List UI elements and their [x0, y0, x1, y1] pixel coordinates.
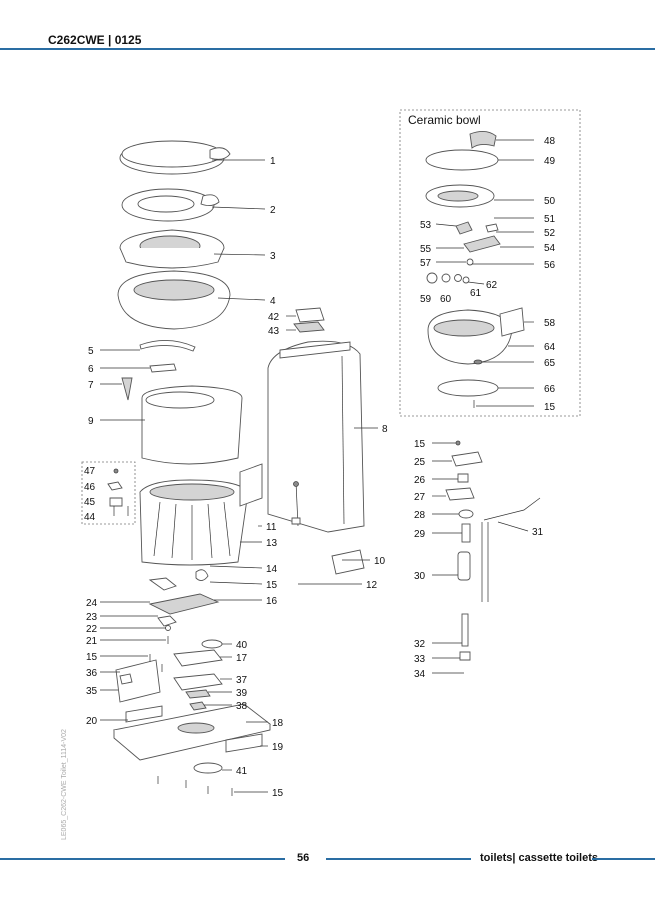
part-10: [331, 549, 365, 575]
label-24: 24: [86, 598, 98, 609]
label-9: 9: [88, 416, 94, 427]
label-41: 41: [236, 766, 248, 777]
pump-label-27: 27: [414, 492, 426, 503]
pump-label-33: 33: [414, 654, 426, 665]
label-45: 45: [84, 497, 96, 508]
inset-label-65: 65: [544, 358, 556, 369]
label-19: 19: [272, 742, 284, 753]
pump-label-25: 25: [414, 457, 426, 468]
part-base-plate: [113, 703, 272, 761]
pump-label-15: 15: [414, 439, 426, 450]
inset-label-51: 51: [544, 214, 556, 225]
inset-label-61: 61: [470, 288, 482, 299]
footer-page-number: 56: [297, 852, 310, 864]
inset-label-49: 49: [544, 156, 556, 167]
label-4: 4: [270, 296, 276, 307]
label-39: 39: [236, 688, 248, 699]
inset-label-52: 52: [544, 228, 556, 239]
part-lower-frame: [139, 479, 249, 566]
footer-rule-right: [592, 858, 655, 860]
label-1: 1: [270, 156, 276, 167]
label-44: 44: [84, 512, 96, 523]
label-15c: 15: [272, 788, 284, 799]
inset-label-55: 55: [420, 244, 432, 255]
inset-label-15: 15: [544, 402, 556, 413]
label-46: 46: [84, 482, 96, 493]
inset-label-50: 50: [544, 196, 556, 207]
part-bracket: [239, 463, 263, 507]
inset-label-48: 48: [544, 136, 556, 147]
label-40: 40: [236, 640, 248, 651]
label-47: 47: [84, 466, 96, 477]
label-42: 42: [268, 312, 280, 323]
header-rule: [0, 48, 655, 50]
inset-label-54: 54: [544, 243, 556, 254]
footer-rule-middle: [326, 858, 471, 860]
pump-group: [432, 440, 541, 674]
inset-label-64: 64: [544, 342, 556, 353]
label-21: 21: [86, 636, 98, 647]
inset-label-58: 58: [544, 318, 556, 329]
label-10: 10: [374, 556, 386, 567]
inset-label-57: 57: [420, 258, 432, 269]
pump-label-26: 26: [414, 475, 426, 486]
label-37: 37: [236, 675, 248, 686]
part-seat: [121, 188, 220, 222]
document-side-code: LE065_C262-CWE Toilet_1114-V02: [61, 729, 68, 840]
ceramic-bowl-parts: [425, 131, 525, 408]
pump-label-30: 30: [414, 571, 426, 582]
inset-title: Ceramic bowl: [408, 113, 481, 127]
label-14: 14: [266, 564, 278, 575]
label-2: 2: [270, 205, 276, 216]
pump-label-31: 31: [532, 527, 544, 538]
part-upper-housing: [141, 385, 243, 465]
part-rod: [291, 481, 301, 527]
label-35: 35: [86, 686, 98, 697]
part-43: [293, 321, 325, 333]
ceramic-bowl-inset-frame: [399, 109, 581, 417]
label-7: 7: [88, 380, 94, 391]
pump-label-29: 29: [414, 529, 426, 540]
inset-label-53: 53: [420, 220, 432, 231]
part-back-panel: [267, 340, 365, 533]
footer-section-title: toilets| cassette toilets: [480, 852, 599, 864]
label-15b: 15: [86, 652, 98, 663]
part-bowl: [117, 270, 231, 330]
pump-label-34: 34: [414, 669, 426, 680]
label-22: 22: [86, 624, 98, 635]
label-23: 23: [86, 612, 98, 623]
label-6: 6: [88, 364, 94, 375]
label-20: 20: [86, 716, 98, 727]
pump-label-28: 28: [414, 510, 426, 521]
label-43: 43: [268, 326, 280, 337]
inset-label-60: 60: [440, 294, 452, 305]
label-17: 17: [236, 653, 248, 664]
label-8: 8: [382, 424, 388, 435]
pump-label-32: 32: [414, 639, 426, 650]
label-18: 18: [272, 718, 284, 729]
document-header-title: C262CWE | 0125: [48, 33, 142, 47]
inset-label-66: 66: [544, 384, 556, 395]
part-42: [295, 307, 325, 323]
part-seal-ring: [139, 340, 196, 352]
footer-rule-left: [0, 858, 285, 860]
label-3: 3: [270, 251, 276, 262]
label-36: 36: [86, 668, 98, 679]
label-38: 38: [236, 701, 248, 712]
part-clip: [149, 363, 177, 373]
inset-label-56: 56: [544, 260, 556, 271]
label-11: 11: [266, 522, 277, 533]
part-wedge: [121, 377, 133, 401]
label-12: 12: [366, 580, 378, 591]
label-5: 5: [88, 346, 94, 357]
inset-label-62: 62: [486, 280, 498, 291]
part-bowl-top: [119, 229, 225, 269]
inset-label-59: 59: [420, 294, 432, 305]
label-15a: 15: [266, 580, 278, 591]
part-lid: [119, 140, 231, 175]
label-16: 16: [266, 596, 278, 607]
label-13: 13: [266, 538, 278, 549]
